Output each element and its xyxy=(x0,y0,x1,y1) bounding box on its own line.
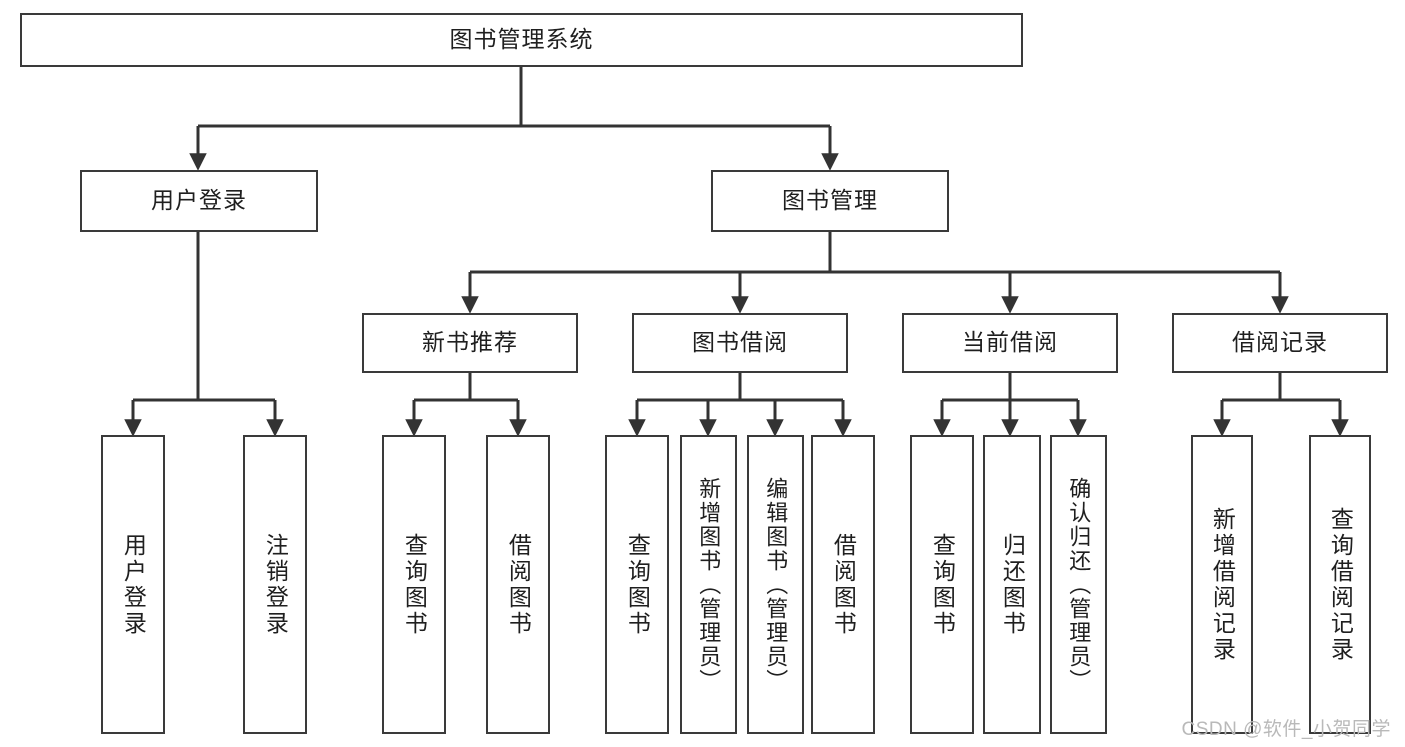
node-leaf-query-borrow-record-label: 查询借阅记录 xyxy=(1327,506,1354,663)
node-borrow-record[interactable]: 借阅记录 xyxy=(1172,313,1388,373)
node-leaf-query-book-borrow-label: 查询图书 xyxy=(624,532,651,637)
node-book-manage-label: 图书管理 xyxy=(782,187,878,214)
node-borrow-record-label: 借阅记录 xyxy=(1232,329,1328,356)
node-leaf-user-login[interactable]: 用户登录 xyxy=(101,435,165,734)
node-leaf-query-borrow-record[interactable]: 查询借阅记录 xyxy=(1309,435,1371,734)
node-book-manage[interactable]: 图书管理 xyxy=(711,170,949,232)
node-leaf-add-book[interactable]: 新增图书（管理员） xyxy=(680,435,737,734)
node-leaf-return-book[interactable]: 归还图书 xyxy=(983,435,1041,734)
node-leaf-query-book-current[interactable]: 查询图书 xyxy=(910,435,974,734)
node-book-borrow-label: 图书借阅 xyxy=(692,329,788,356)
node-leaf-add-book-label: 新增图书（管理员） xyxy=(696,476,722,693)
node-new-book-recommend[interactable]: 新书推荐 xyxy=(362,313,578,373)
node-leaf-return-book-label: 归还图书 xyxy=(999,532,1026,637)
node-leaf-add-borrow-record-label: 新增借阅记录 xyxy=(1209,506,1236,663)
node-leaf-logout[interactable]: 注销登录 xyxy=(243,435,307,734)
node-root-label: 图书管理系统 xyxy=(449,26,594,53)
watermark-text: CSDN @软件_小贺同学 xyxy=(1181,719,1391,740)
node-leaf-borrow-book-label: 借阅图书 xyxy=(830,532,857,637)
node-leaf-confirm-return-label: 确认归还（管理员） xyxy=(1066,476,1092,693)
node-root[interactable]: 图书管理系统 xyxy=(20,13,1023,67)
node-leaf-confirm-return[interactable]: 确认归还（管理员） xyxy=(1050,435,1107,734)
node-leaf-logout-label: 注销登录 xyxy=(262,532,289,637)
node-current-borrow[interactable]: 当前借阅 xyxy=(902,313,1118,373)
node-leaf-user-login-label: 用户登录 xyxy=(120,532,147,637)
node-book-borrow[interactable]: 图书借阅 xyxy=(632,313,848,373)
node-leaf-borrow-book-recommend-label: 借阅图书 xyxy=(505,532,532,637)
node-leaf-query-book-current-label: 查询图书 xyxy=(929,532,956,637)
node-leaf-add-borrow-record[interactable]: 新增借阅记录 xyxy=(1191,435,1253,734)
node-leaf-query-book-recommend-label: 查询图书 xyxy=(401,532,428,637)
node-user-login-label: 用户登录 xyxy=(151,187,247,214)
node-leaf-borrow-book[interactable]: 借阅图书 xyxy=(811,435,875,734)
node-current-borrow-label: 当前借阅 xyxy=(962,329,1058,356)
node-leaf-edit-book[interactable]: 编辑图书（管理员） xyxy=(747,435,804,734)
node-user-login[interactable]: 用户登录 xyxy=(80,170,318,232)
node-leaf-query-book-borrow[interactable]: 查询图书 xyxy=(605,435,669,734)
node-leaf-borrow-book-recommend[interactable]: 借阅图书 xyxy=(486,435,550,734)
node-leaf-edit-book-label: 编辑图书（管理员） xyxy=(763,476,789,693)
node-leaf-query-book-recommend[interactable]: 查询图书 xyxy=(382,435,446,734)
node-new-book-recommend-label: 新书推荐 xyxy=(422,329,518,356)
